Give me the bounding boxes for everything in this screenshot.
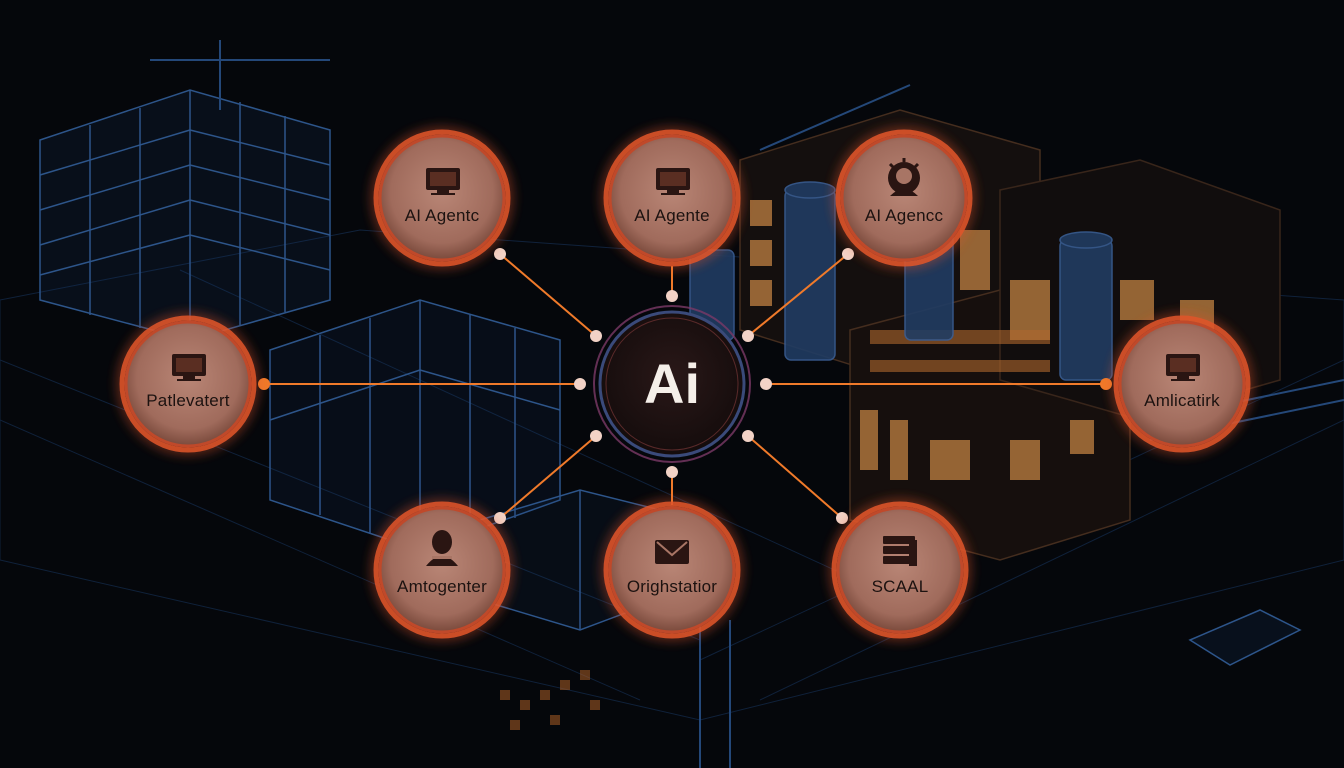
connector-dot xyxy=(494,248,506,260)
connector-dots xyxy=(258,248,1112,524)
connector-dot xyxy=(574,378,586,390)
person-icon xyxy=(426,530,458,566)
connector-dot xyxy=(760,378,772,390)
node-bottom-left[interactable] xyxy=(373,501,511,639)
gear-person-icon xyxy=(888,158,920,196)
mail-icon xyxy=(655,540,689,564)
connector-dot xyxy=(1100,378,1112,390)
connector-dot xyxy=(494,512,506,524)
connector-dot xyxy=(742,330,754,342)
connector-agent-1 xyxy=(499,253,597,337)
node-agent-3[interactable] xyxy=(835,129,973,267)
connector-bottom-left xyxy=(499,435,597,519)
node-agent-1[interactable] xyxy=(373,129,511,267)
monitor-icon xyxy=(656,168,690,195)
connector-dot xyxy=(590,330,602,342)
monitor-icon xyxy=(172,354,206,381)
connector-dot xyxy=(742,430,754,442)
connector-dot xyxy=(590,430,602,442)
connector-agent-3 xyxy=(747,253,849,337)
ai-hub-node[interactable] xyxy=(593,305,751,463)
node-left[interactable] xyxy=(119,315,257,453)
connector-bottom-right xyxy=(747,435,843,519)
monitor-icon xyxy=(426,168,460,195)
node-bottom-right[interactable] xyxy=(831,501,969,639)
connector-dot xyxy=(666,466,678,478)
connector-dot xyxy=(666,290,678,302)
connector-dot xyxy=(842,248,854,260)
node-right[interactable] xyxy=(1113,315,1251,453)
connector-lines xyxy=(264,253,1106,519)
connector-dot xyxy=(258,378,270,390)
connector-dot xyxy=(836,512,848,524)
server-stack-icon xyxy=(883,536,917,566)
monitor-icon xyxy=(1166,354,1200,381)
node-agent-2[interactable] xyxy=(603,129,741,267)
node-bottom-mid[interactable] xyxy=(603,501,741,639)
